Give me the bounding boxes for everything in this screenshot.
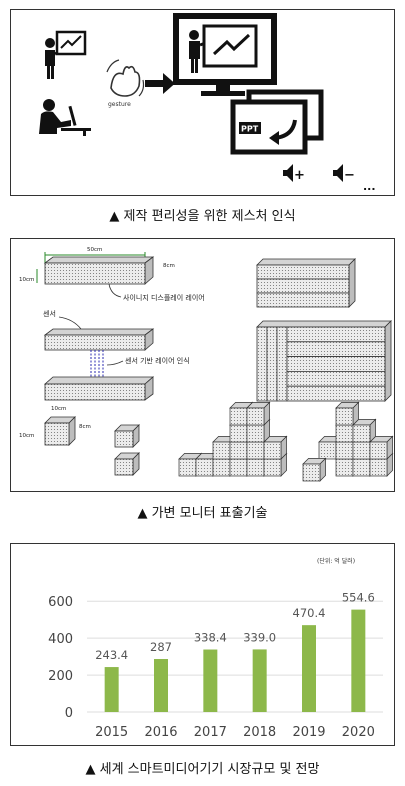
single-cube	[44, 416, 76, 446]
cube	[302, 457, 327, 482]
sensor-layer-label: 센서 기반 레이어 인식	[125, 356, 190, 365]
sensor-layer-bar-bottom	[43, 376, 155, 401]
x-tick-label: 2016	[144, 725, 177, 740]
cube-pyramid	[178, 401, 288, 477]
x-tick-label: 2020	[342, 725, 375, 740]
bar-2015	[104, 667, 119, 712]
unit-note: (단위: 억 달러)	[317, 557, 355, 565]
svg-text:+: +	[294, 168, 305, 183]
stacked-panels-wall	[256, 320, 392, 402]
market-chart-panel: (단위: 억 달러) 0 200 400 600 243.4 2015 287 2016 338…	[10, 543, 395, 746]
bar-2016	[154, 659, 168, 712]
gesture-figure-panel: gesture PPT	[10, 9, 395, 196]
x-tick-label: 2018	[243, 725, 276, 740]
cube-cluster	[302, 401, 394, 482]
value-label-2017: 338.4	[194, 631, 227, 645]
cube	[352, 418, 377, 443]
y-tick-label: 600	[48, 595, 73, 610]
bar-2020	[351, 609, 366, 712]
volume-up-icon: +	[283, 164, 305, 183]
flexible-monitor-illustration: 50cm 10cm 8cm 사이니지 디스플레이 레이어 센서 센서 기반 레이…	[19, 247, 394, 482]
market-chart-caption: ▲ 세계 스마트미디어기기 시장규모 및 전망	[85, 762, 320, 777]
ppt-screens-icon: PPT	[230, 89, 324, 155]
signage-layer-bar	[43, 256, 155, 285]
cube	[263, 435, 288, 460]
volume-down-icon: −	[333, 164, 355, 183]
gesture-hand-icon: gesture	[106, 59, 145, 108]
svg-text:8cm: 8cm	[163, 263, 175, 269]
svg-text:−: −	[344, 168, 355, 183]
two-cubes	[114, 424, 140, 476]
value-label-2018: 339.0	[243, 630, 276, 644]
svg-text:50cm: 50cm	[87, 247, 102, 253]
y-tick-label: 0	[65, 706, 73, 721]
right-arrow-icon	[145, 73, 175, 94]
sensor-beams	[90, 350, 104, 377]
value-label-2020: 554.6	[342, 591, 375, 605]
x-tick-label: 2019	[292, 725, 325, 740]
desk-user-icon	[39, 99, 91, 136]
flexible-monitor-panel: 50cm 10cm 8cm 사이니지 디스플레이 레이어 센서 센서 기반 레이…	[10, 238, 395, 492]
cube	[246, 401, 271, 426]
svg-text:10cm: 10cm	[19, 433, 34, 439]
cube	[369, 435, 394, 460]
bar-2017	[203, 649, 218, 712]
value-label-2015: 243.4	[95, 648, 128, 662]
signage-label: 사이니지 디스플레이 레이어	[123, 293, 205, 302]
svg-text:10cm: 10cm	[19, 277, 34, 283]
bar-2018	[252, 649, 267, 712]
market-bar-chart: (단위: 억 달러) 0 200 400 600 243.4 2015 287 2016 338…	[48, 557, 383, 740]
gesture-caption: ▲ 제작 편리성을 위한 제스처 인식	[109, 209, 296, 224]
svg-text:10cm: 10cm	[51, 406, 66, 412]
value-label-2019: 470.4	[293, 606, 326, 620]
gesture-illustration: gesture PPT	[39, 13, 376, 193]
gesture-label: gesture	[108, 101, 131, 108]
stacked-panels-three	[256, 258, 356, 308]
value-label-2016: 287	[150, 640, 172, 654]
ppt-label: PPT	[241, 125, 259, 134]
monitor-presenter-icon	[173, 13, 277, 96]
x-tick-label: 2017	[194, 725, 227, 740]
y-tick-label: 200	[48, 669, 73, 684]
sensor-layer-bar-top	[43, 328, 155, 351]
flexible-monitor-caption: ▲ 가변 모니터 표출기술	[137, 506, 268, 521]
presenter-icon	[45, 30, 87, 79]
cube	[335, 401, 360, 426]
x-tick-label: 2015	[95, 725, 128, 740]
svg-text:8cm: 8cm	[79, 424, 91, 430]
bar-2019	[302, 625, 316, 712]
ellipsis-label: ...	[363, 180, 376, 193]
sensor-label: 센서	[43, 309, 56, 318]
y-tick-label: 400	[48, 632, 73, 647]
